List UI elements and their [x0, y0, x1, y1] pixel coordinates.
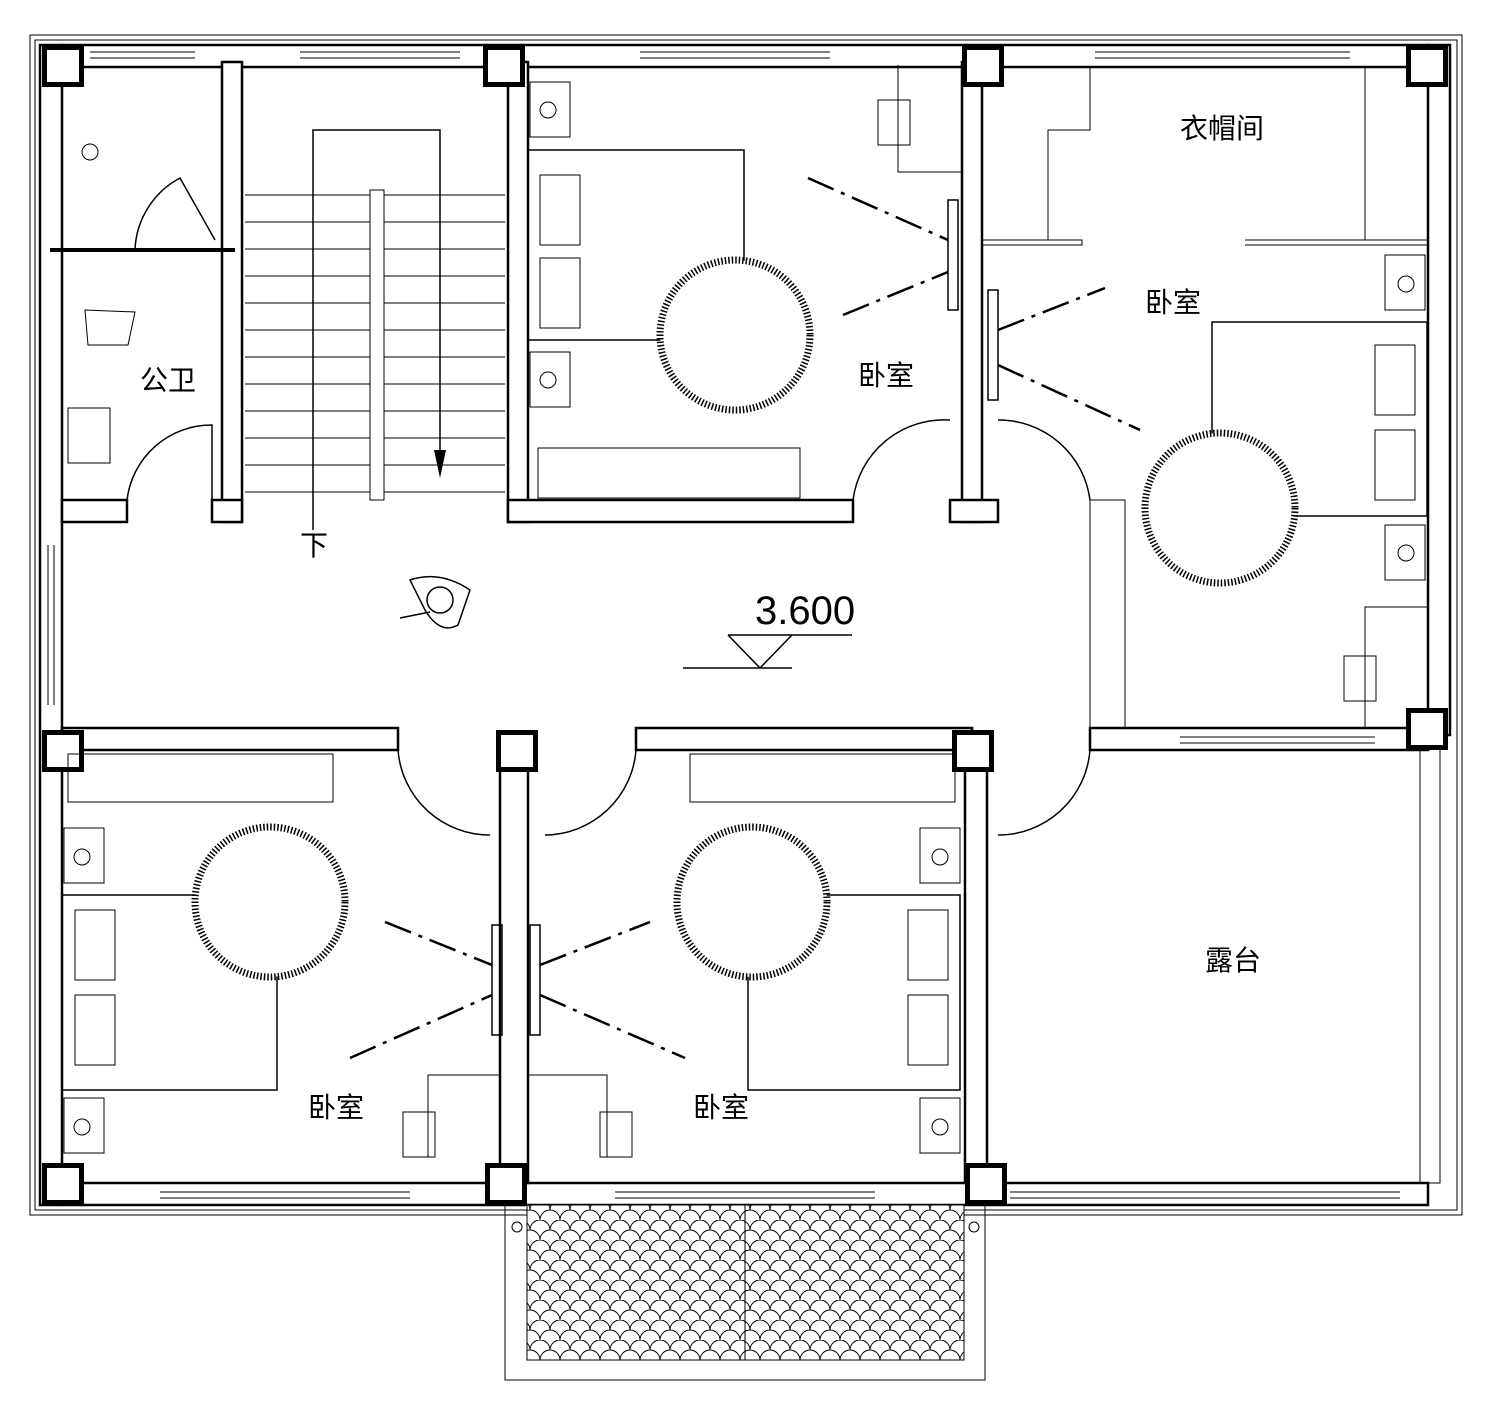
front-balcony	[504, 1204, 986, 1381]
room-label-bedroom-right: 卧室	[1145, 286, 1201, 319]
elevation-label: 3.600	[755, 589, 855, 633]
room-label-bedroom-bottom-mid: 卧室	[693, 1091, 749, 1124]
room-label-bedroom-bottom-left: 卧室	[308, 1091, 364, 1124]
furniture	[61, 65, 1429, 1158]
stair-direction-label: 下	[300, 529, 328, 562]
elevation-marker: 3.600	[683, 589, 855, 670]
person-figure-icon	[399, 575, 471, 629]
outer-border	[29, 34, 1463, 1216]
columns	[42, 45, 1448, 1205]
walls	[38, 43, 1452, 1207]
room-label-bedroom-top: 卧室	[858, 359, 914, 392]
room-label-terrace: 露台	[1205, 944, 1261, 977]
staircase	[245, 129, 505, 530]
bathroom-fixtures	[67, 143, 136, 464]
room-label-bathroom: 公卫	[140, 364, 196, 397]
doors	[126, 176, 1091, 836]
room-label-cloakroom: 衣帽间	[1180, 112, 1264, 145]
